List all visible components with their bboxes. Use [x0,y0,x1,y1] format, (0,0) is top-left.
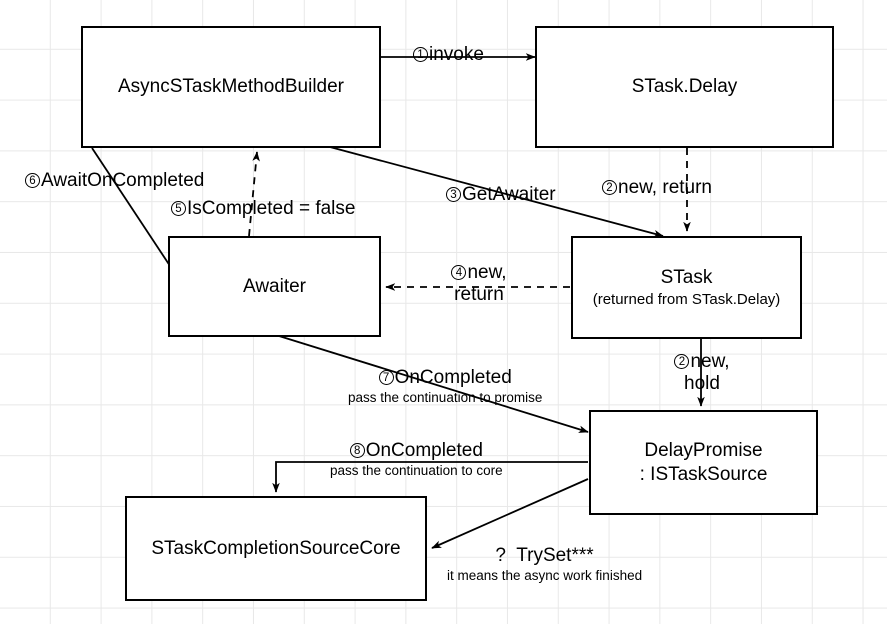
step-marker-8: 8 [349,443,365,458]
step-marker-7: 7 [378,370,394,385]
node-awaiter[interactable]: Awaiter [168,236,381,337]
edge-label-tryset: ? TrySet*** it means the async work fini… [447,545,642,583]
node-title: AsyncSTaskMethodBuilder [118,76,344,98]
node-subtitle: : ISTaskSource [639,463,768,485]
edge-tryset [431,478,589,549]
edge-label-note: pass the continuation to core [330,463,503,478]
node-title: Awaiter [242,275,306,297]
edge-iscompleted [248,151,260,237]
edge-awaitoncompleted [91,147,179,279]
node-title: STask [660,266,713,288]
step-marker-2b: 2 [674,354,690,369]
step-marker-5: 5 [171,201,186,216]
edge-label-text: new, [690,351,730,372]
node-delay-promise[interactable]: DelayPromise : ISTaskSource [589,410,818,515]
step-marker-1: 1 [413,47,428,62]
edge-label-text: invoke [429,44,484,65]
edge-label-text-2: hold [684,373,720,394]
edge-label-text: IsCompleted = false [187,198,356,219]
step-marker-4: 4 [451,265,467,280]
step-marker-6: 6 [25,173,40,188]
step-marker-question: ? [495,545,506,566]
edge-label-text: OnCompleted [365,440,483,461]
node-title: STask.Delay [631,76,738,98]
edge-label-text: new, return [618,177,712,198]
edge-label-text: TrySet*** [516,545,594,566]
edge-label-text: new, [467,262,507,283]
edge-label-note: it means the async work finished [447,568,643,583]
edge-label-text: OnCompleted [394,367,512,388]
edge-label-note: pass the continuation to promise [348,390,543,405]
node-subtitle: (returned from STask.Delay) [592,290,781,308]
step-marker-2: 2 [602,180,617,195]
node-title: STaskCompletionSourceCore [151,537,401,559]
edge-label-text-2: return [454,284,504,305]
node-stask-delay[interactable]: STask.Delay [535,26,834,148]
step-marker-3: 3 [446,187,461,202]
node-async-stask-method-builder[interactable]: AsyncSTaskMethodBuilder [81,26,381,148]
edge-label-text: GetAwaiter [462,184,556,205]
node-stask[interactable]: STask (returned from STask.Delay) [571,236,802,339]
edge-label-text: AwaitOnCompleted [41,170,205,191]
node-title: DelayPromise [644,440,763,462]
node-stask-completion-source-core[interactable]: STaskCompletionSourceCore [125,496,427,601]
